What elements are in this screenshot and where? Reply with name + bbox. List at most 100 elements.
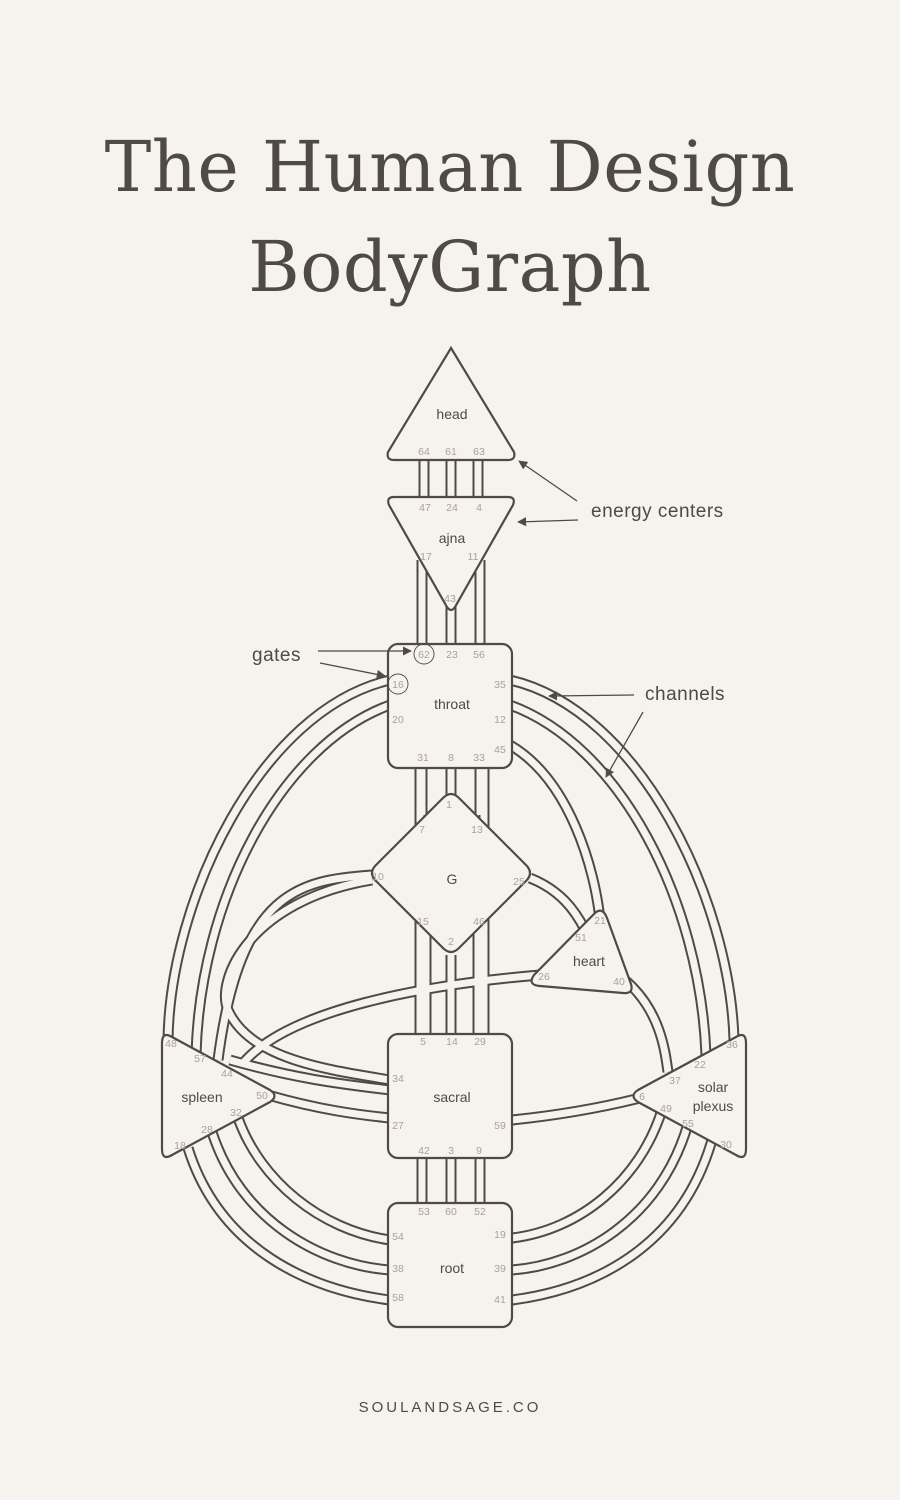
gate-41: 41: [494, 1294, 506, 1306]
gate-58: 58: [392, 1292, 404, 1304]
gates-arrow-16: [319, 662, 386, 679]
channel-16-48-inner: [164, 676, 391, 1041]
gate-43: 43: [444, 593, 456, 605]
gate-26: 26: [538, 971, 550, 983]
gate-45: 45: [494, 744, 506, 756]
gate-8: 8: [448, 752, 454, 764]
root-label: root: [440, 1260, 464, 1276]
gate-21: 21: [594, 915, 606, 927]
channel-30-41: [511, 1138, 718, 1306]
channels-label: channels: [645, 684, 725, 705]
gate-5: 5: [420, 1036, 426, 1048]
solar-plexus-label-2: plexus: [693, 1098, 733, 1114]
g-label: G: [447, 871, 458, 887]
channel-49-19: [511, 1108, 668, 1244]
gate-33: 33: [473, 752, 485, 764]
channel-49-19-inner: [511, 1108, 666, 1242]
gate-4: 4: [476, 502, 482, 514]
gate-2: 2: [448, 936, 454, 948]
gate-59: 59: [494, 1120, 506, 1132]
gate-48: 48: [165, 1038, 177, 1050]
gate-55: 55: [682, 1118, 694, 1130]
channel-18-58: [182, 1146, 391, 1306]
gate-18: 18: [174, 1140, 186, 1152]
heart-center: heart 21 51 26 40: [530, 909, 633, 995]
gate-62-highlight: [413, 643, 435, 665]
gate-19: 19: [494, 1229, 506, 1241]
gate-34: 34: [392, 1073, 404, 1085]
gate-22: 22: [694, 1059, 706, 1071]
gate-63: 63: [473, 446, 485, 458]
gate-15: 15: [417, 916, 429, 928]
heart-label: heart: [573, 953, 605, 969]
gate-56: 56: [473, 649, 485, 661]
gate-28: 28: [201, 1124, 213, 1136]
throat-label: throat: [434, 696, 470, 712]
channel-12-22-inner: [508, 701, 710, 1056]
channel-32-54-inner: [234, 1116, 391, 1244]
channel-57-34-inner: [229, 1056, 391, 1094]
gate-31: 31: [417, 752, 429, 764]
gate-13: 13: [471, 824, 483, 836]
annotation-gates: gates: [252, 645, 412, 679]
gate-62: 62: [418, 649, 430, 661]
spleen-label: spleen: [181, 1089, 222, 1105]
gate-60: 60: [445, 1206, 457, 1218]
channels-arrow-1: [548, 691, 635, 701]
energy-centers-arrow-ajna: [517, 517, 579, 527]
channel-40-37: [621, 975, 674, 1073]
gate-11: 11: [468, 551, 479, 563]
g-center: G 1 7 13 10 25 15 46 2: [370, 792, 532, 954]
gate-49: 49: [660, 1103, 672, 1115]
footer-site-url: SOULANDSAGE.CO: [358, 1399, 542, 1416]
gate-46: 46: [473, 916, 485, 928]
gate-53: 53: [418, 1206, 430, 1218]
solar-plexus-center: solar plexus 36 22 37 6 49 55 30: [632, 1033, 748, 1159]
solar-plexus-label-1: solar: [698, 1079, 729, 1095]
gate-42: 42: [418, 1145, 430, 1157]
gate-51: 51: [575, 932, 587, 944]
gate-25: 25: [513, 876, 525, 888]
channels-arrow-2: [605, 711, 644, 778]
gate-35: 35: [494, 679, 506, 691]
channel-25-51-inner: [528, 874, 589, 932]
channels-inner-group: [164, 455, 738, 1304]
annotation-energy-centers: energy centers: [517, 460, 724, 527]
gate-61: 61: [445, 446, 457, 458]
energy-centers-label: energy centers: [591, 501, 724, 522]
channel-35-36-inner: [509, 676, 738, 1041]
channel-20-57-inner: [192, 701, 392, 1056]
gate-24: 24: [446, 502, 458, 514]
gate-17: 17: [420, 551, 432, 563]
channel-59-6-inner: [511, 1094, 641, 1124]
page-title-line-2: BodyGraph: [248, 226, 652, 308]
gate-12: 12: [494, 714, 506, 726]
channel-28-38-inner: [208, 1130, 391, 1274]
channel-40-37-inner: [622, 977, 672, 1073]
annotation-channels: channels: [548, 684, 725, 778]
gate-47: 47: [419, 502, 431, 514]
channel-10-34-inner: [221, 876, 391, 1084]
gate-57: 57: [194, 1053, 206, 1065]
gate-37: 37: [669, 1075, 681, 1087]
channel-50-27-inner: [267, 1091, 391, 1122]
gate-16: 16: [392, 679, 404, 691]
gate-38: 38: [392, 1263, 404, 1275]
sacral-center: sacral 5 14 29 34 27 59 42 3 9: [386, 1032, 514, 1160]
channel-44-26-inner: [241, 971, 541, 1065]
gate-27: 27: [392, 1120, 404, 1132]
energy-centers-arrow-head: [518, 460, 578, 502]
gate-14: 14: [446, 1036, 458, 1048]
gate-44: 44: [221, 1068, 233, 1080]
channel-32-54: [232, 1116, 391, 1246]
ajna-center: ajna 47 24 4 17 11 43: [387, 495, 515, 612]
gate-54: 54: [392, 1231, 404, 1243]
page-title-line-1: The Human Design: [104, 126, 796, 208]
gate-32: 32: [230, 1107, 242, 1119]
channel-30-41-inner: [511, 1139, 716, 1304]
channel-45-21-inner: [508, 741, 604, 921]
gate-23: 23: [446, 649, 458, 661]
gate-16-highlight: [387, 673, 409, 695]
spleen-center: spleen 48 57 44 50 32 28 18: [160, 1033, 276, 1159]
sacral-label: sacral: [433, 1089, 470, 1105]
